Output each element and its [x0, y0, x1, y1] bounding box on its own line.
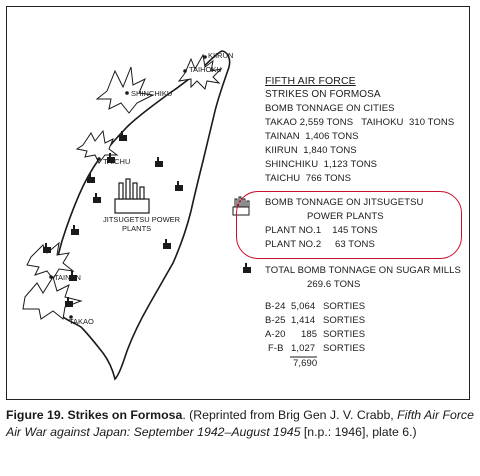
- sugar-mill-icon: [43, 243, 51, 253]
- sortie-type: B-24: [265, 301, 286, 312]
- figure-caption: Figure 19. Strikes on Formosa. (Reprinte…: [6, 407, 474, 440]
- city-tonnage-row: TAICHU 766 TONS: [265, 173, 352, 184]
- sugar-mill-icon: [119, 131, 127, 141]
- explosion-icon: [95, 66, 155, 114]
- formosa-island-outline: [51, 50, 231, 381]
- city-label-taichu: TAICHU: [103, 157, 131, 166]
- sugar-mill-icon: [107, 153, 115, 163]
- caption-text-1: . (Reprinted from Brig Gen J. V. Crabb,: [182, 408, 398, 422]
- city-tonnage-row: TAKAO 2,559 TONS TAIHOKU 310 TONS: [265, 117, 455, 128]
- sortie-count: 185: [301, 329, 318, 340]
- map-subtitle: STRIKES ON FORMOSA: [265, 89, 381, 100]
- sugar-mill-icon: [65, 297, 73, 307]
- sortie-count: 5,064: [291, 301, 316, 312]
- plant-label-line2: PLANTS: [122, 224, 152, 233]
- plant-1-tonnage: PLANT NO.1 145 TONS: [265, 225, 378, 236]
- sortie-label: SORTIES: [323, 329, 366, 340]
- city-label-takao: TAKAO: [69, 317, 94, 326]
- caption-italic-title: Fifth Air Force Air War against Japan: S…: [6, 408, 474, 439]
- power-plant-icon: [114, 178, 150, 214]
- city-tonnage-row: KIIRUN 1,840 TONS: [265, 145, 357, 156]
- sortie-count: 1,027: [291, 343, 316, 354]
- cities-heading: BOMB TONNAGE ON CITIES: [265, 103, 395, 114]
- sugar-mill-icon: [175, 181, 183, 191]
- explosion-icon: [177, 53, 223, 90]
- sugar-mill-icon: [69, 271, 77, 281]
- sugar-mill-icon: [93, 193, 101, 203]
- explosion-icon: [75, 129, 119, 164]
- sugar-value: 269.6 TONS: [307, 279, 361, 290]
- sugar-mill-icon: [243, 263, 251, 273]
- city-tonnage-row: TAINAN 1,406 TONS: [265, 131, 359, 142]
- plant-2-tonnage: PLANT NO.2 63 TONS: [265, 239, 375, 250]
- sortie-label: SORTIES: [323, 315, 366, 326]
- sortie-label: SORTIES: [323, 301, 366, 312]
- figure-frame: KIIRUN TAIHOKU SHINCHIKU TAICHU JITSUGET…: [6, 6, 470, 400]
- sugar-heading: TOTAL BOMB TONNAGE ON SUGAR MILLS: [265, 265, 461, 276]
- power-plant-highlight: [236, 191, 462, 259]
- city-label-tainan: TAINAN: [54, 273, 81, 282]
- sugar-mill-icon: [155, 157, 163, 167]
- city-tonnage-row: SHINCHIKU 1,123 TONS: [265, 159, 378, 170]
- sugar-mill-icon: [163, 239, 171, 249]
- sugar-mill-icon: [71, 225, 79, 235]
- city-label-taihoku: TAIHOKU: [189, 65, 222, 74]
- formosa-map: [22, 50, 317, 381]
- map-title: FIFTH AIR FORCE: [265, 75, 356, 87]
- sorties-total: 7,690: [293, 358, 318, 369]
- sortie-label: SORTIES: [323, 343, 366, 354]
- sugar-mill-icon: [87, 173, 95, 183]
- sugar-mill-icons: [43, 131, 183, 307]
- sortie-count: 1,414: [291, 315, 316, 326]
- sortie-type: B-25: [265, 315, 286, 326]
- explosion-icon: [22, 275, 83, 320]
- city-label-kiirun: KIIRUN: [208, 51, 234, 60]
- caption-text-2: [n.p.: 1946], plate 6.): [300, 424, 417, 439]
- city-label-shinchiku: SHINCHIKU: [131, 89, 173, 98]
- sortie-type: A-20: [265, 329, 286, 340]
- sortie-type: F-B: [268, 343, 284, 354]
- plant-label-line1: JITSUGETSU POWER: [103, 215, 181, 224]
- city-markers: [49, 55, 207, 319]
- plants-heading: BOMB TONNAGE ON JITSUGETSU: [265, 197, 424, 208]
- caption-figure-title: Figure 19. Strikes on Formosa: [6, 408, 183, 422]
- plants-heading-2: POWER PLANTS: [307, 211, 384, 222]
